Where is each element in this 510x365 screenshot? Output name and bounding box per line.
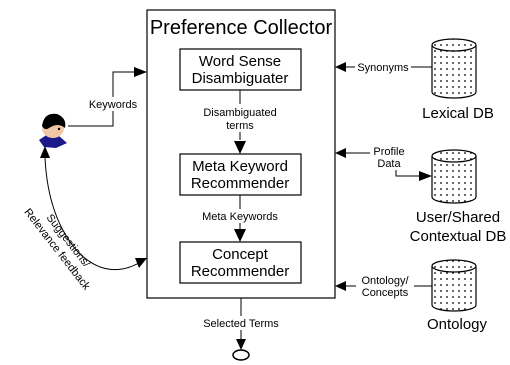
meta-keywords-label: Meta Keywords [202,211,278,223]
disambiguated-terms-label: terms [226,120,254,132]
keywords-arrow: Keywords [68,67,147,127]
contextual-db: User/Shared Contextual DB [410,149,507,245]
keywords-label: Keywords [89,99,138,111]
terminator-icon [232,349,250,361]
concept-recommender-module: Concept Recommender [179,241,302,284]
word-sense-disambiguater-module: Word Sense Disambiguater [179,48,302,91]
collector-title: Preference Collector [150,17,333,39]
synonyms-label: Synonyms [357,62,409,74]
profile-data-label: Profile [373,146,404,158]
ontology-db: Ontology [427,259,488,333]
disambiguated-terms-label: Disambiguated [203,107,276,119]
contextual-db-label: Contextual DB [410,228,507,245]
disambiguated-terms-arrow: Disambiguated terms [196,90,284,154]
ontology-concepts-label: Concepts [362,287,409,299]
synonyms-arrow: Synonyms [335,60,432,74]
module-label: Concept [212,246,269,263]
database-icon [431,38,477,99]
ontology-db-label: Ontology [427,316,488,333]
meta-keywords-arrow: Meta Keywords [199,195,281,242]
module-label: Meta Keyword [192,158,288,175]
user-icon [39,113,67,148]
selected-terms-label: Selected Terms [203,318,279,330]
meta-keyword-recommender-module: Meta Keyword Recommender [179,153,302,196]
module-label: Disambiguater [192,70,289,87]
database-icon [431,259,477,312]
ontology-concepts-label: Ontology/ [361,275,409,287]
ontology-concepts-arrow: Ontology/ Concepts [335,273,432,299]
module-label: Recommender [191,175,289,192]
contextual-db-label: User/Shared [416,209,500,226]
module-label: Word Sense [199,53,281,70]
feedback-arrow [40,146,148,271]
lexical-db-label: Lexical DB [422,105,494,122]
profile-data-label: Data [377,158,401,170]
database-icon [431,149,477,204]
module-label: Recommender [191,263,289,280]
selected-terms-output: Selected Terms [196,298,286,361]
lexical-db: Lexical DB [422,38,494,122]
feedback-label: Suggestions/ Relevance feedback [21,206,92,292]
profile-data-arrow: Profile Data [335,144,432,181]
